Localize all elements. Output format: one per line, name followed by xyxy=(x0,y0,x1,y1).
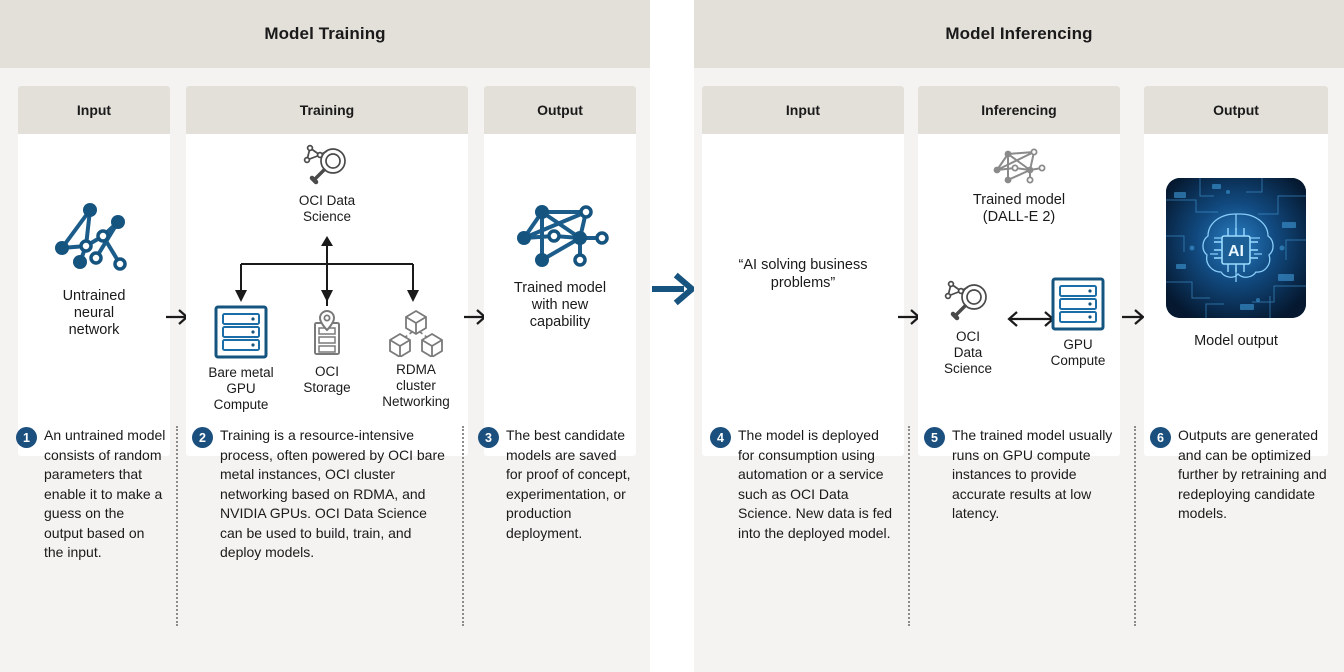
server-rack-icon xyxy=(214,305,268,359)
node-trained-model: Trained model with new capability xyxy=(484,200,636,331)
caption-text: The best candidate models are saved for … xyxy=(506,427,631,541)
column-header-label: Inferencing xyxy=(981,102,1057,118)
column-header-label: Input xyxy=(785,102,821,118)
caption-item: 1 An untrained model consists of random … xyxy=(16,426,166,563)
node-oci-data-science: OCI Data Science xyxy=(928,278,1008,377)
column-inferencing-input: Input “AI solving business problems” xyxy=(702,86,904,456)
caption-text: The trained model usually runs on GPU co… xyxy=(952,427,1113,521)
caption-badge: 5 xyxy=(924,427,945,448)
panel-title: Model Inferencing xyxy=(945,24,1093,43)
caption-divider xyxy=(462,426,464,626)
column-header-label: Output xyxy=(1213,102,1259,118)
captions-inferencing: 4 The model is deployed for consumption … xyxy=(694,426,1344,672)
neural-network-icon xyxy=(55,203,127,271)
panel-header-inferencing: Model Inferencing xyxy=(694,0,1344,68)
caption-item: 4 The model is deployed for consumption … xyxy=(710,426,896,543)
cubes-cluster-icon xyxy=(389,309,443,357)
column-header: Output xyxy=(1144,86,1328,134)
column-content: Trained model (DALL-E 2) xyxy=(918,134,1120,456)
caption-badge: 3 xyxy=(478,427,499,448)
input-prompt-text: “AI solving business problems” xyxy=(738,257,868,291)
node-oci-data-science: OCI Data Science xyxy=(272,142,382,225)
caption-divider xyxy=(1134,426,1136,626)
node-label: Trained model with new capability xyxy=(513,280,607,330)
panel-title: Model Training xyxy=(264,24,386,43)
node-label: Model output xyxy=(1194,333,1278,349)
column-content: OCI Data Science xyxy=(186,134,468,456)
magnifier-network-icon xyxy=(944,280,987,321)
caption-badge: 2 xyxy=(192,427,213,448)
node-label: Untrained neural network xyxy=(62,288,126,338)
column-header: Training xyxy=(186,86,468,134)
column-header: Input xyxy=(702,86,904,134)
neural-network-icon xyxy=(517,205,609,267)
column-training-output: Output xyxy=(484,86,636,456)
magnifier-network-icon xyxy=(303,144,346,185)
node-label: GPU Compute xyxy=(1050,337,1106,368)
panel-body-inferencing: Input “AI solving business problems” Inf… xyxy=(694,68,1344,672)
caption-text: Outputs are generated and can be optimiz… xyxy=(1178,427,1327,521)
column-inferencing-output: Output xyxy=(1144,86,1328,456)
column-training-training: Training xyxy=(186,86,468,456)
captions-training: 1 An untrained model consists of random … xyxy=(0,426,650,672)
column-inferencing-inferencing: Inferencing xyxy=(918,86,1120,456)
column-header: Output xyxy=(484,86,636,134)
caption-badge: 6 xyxy=(1150,427,1171,448)
node-label: Bare metal GPU Compute xyxy=(208,365,274,412)
training-connector-tree-icon xyxy=(235,236,419,306)
panel-model-inferencing: Model Inferencing Input “AI solving busi… xyxy=(694,0,1344,672)
caption-divider xyxy=(176,426,178,626)
caption-item: 3 The best candidate models are saved fo… xyxy=(478,426,636,543)
svg-text:AI: AI xyxy=(1228,243,1244,260)
caption-divider xyxy=(908,426,910,626)
column-content: “AI solving business problems” xyxy=(702,134,904,456)
column-content: Untrained neural network xyxy=(18,134,170,456)
column-header-label: Input xyxy=(76,102,112,118)
node-label: OCI Storage xyxy=(303,364,351,395)
model-output-image: AI xyxy=(1166,178,1306,318)
node-oci-storage: OCI Storage xyxy=(282,309,372,396)
caption-item: 5 The trained model usually runs on GPU … xyxy=(924,426,1120,524)
caption-item: 6 Outputs are generated and can be optim… xyxy=(1150,426,1328,524)
storage-pin-icon xyxy=(314,309,340,355)
node-trained-model-dalle: Trained model (DALL-E 2) xyxy=(944,146,1094,226)
right-arrow-icon xyxy=(652,272,696,306)
node-gpu-compute: GPU Compute xyxy=(1038,276,1118,369)
column-header: Inferencing xyxy=(918,86,1120,134)
caption-badge: 4 xyxy=(710,427,731,448)
node-untrained-network: Untrained neural network xyxy=(18,196,170,339)
caption-badge: 1 xyxy=(16,427,37,448)
node-label: OCI Data Science xyxy=(298,193,356,224)
panel-model-training: Model Training Input xyxy=(0,0,650,672)
node-label: RDMA cluster Networking xyxy=(382,362,450,409)
panel-header-training: Model Training xyxy=(0,0,650,68)
neural-network-gray-icon xyxy=(993,148,1046,184)
column-content: AI Model output xyxy=(1144,134,1328,456)
column-header: Input xyxy=(18,86,170,134)
column-header-label: Training xyxy=(299,102,355,118)
node-rdma-cluster: RDMA cluster Networking xyxy=(366,309,466,410)
ai-circuit-image: AI xyxy=(1166,178,1306,318)
column-header-label: Output xyxy=(537,102,583,118)
server-rack-icon xyxy=(1051,277,1105,331)
panel-body-training: Input xyxy=(0,68,650,672)
node-label: Trained model (DALL-E 2) xyxy=(972,192,1066,225)
column-training-input: Input xyxy=(18,86,170,456)
node-label: OCI Data Science xyxy=(943,329,993,376)
caption-item: 2 Training is a resource-intensive proce… xyxy=(192,426,450,563)
node-bare-metal-gpu: Bare metal GPU Compute xyxy=(189,304,293,413)
caption-text: Training is a resource-intensive process… xyxy=(220,427,445,560)
column-content: Trained model with new capability xyxy=(484,134,636,456)
caption-text: An untrained model consists of random pa… xyxy=(44,427,166,560)
arrow-inferencing-to-output-icon xyxy=(1122,309,1145,325)
caption-text: The model is deployed for consumption us… xyxy=(738,427,893,541)
